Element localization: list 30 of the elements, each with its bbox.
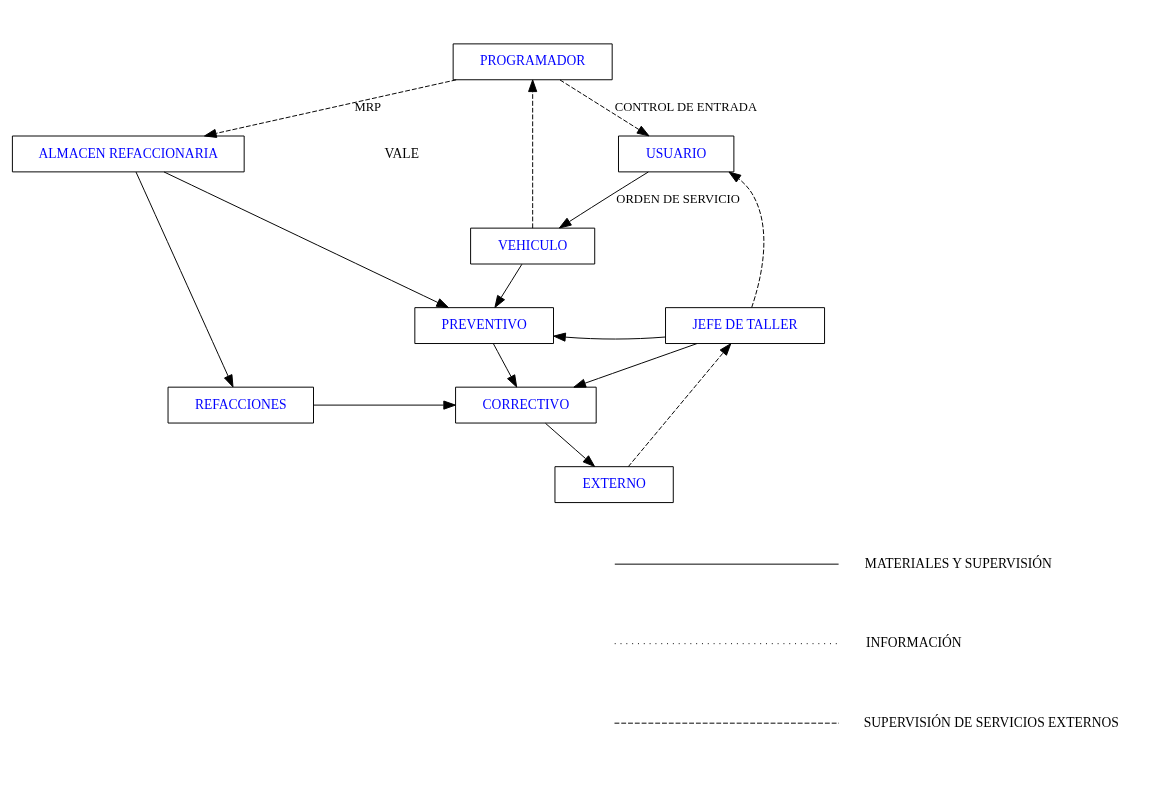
node-box: JEFE DE TALLER	[665, 307, 826, 344]
arrow	[528, 79, 538, 229]
label: VALE	[384, 145, 419, 161]
node-box: PROGRAMADOR	[452, 43, 613, 81]
arrow	[204, 79, 457, 138]
arrow	[494, 263, 523, 308]
arrow	[135, 171, 234, 388]
legend-label: MATERIALES Y SUPERVISIÓN	[864, 555, 1052, 571]
legend-label: SUPERVISIÓN DE SERVICIOS EXTERNOS	[863, 714, 1119, 730]
edge-label: MRP	[354, 100, 382, 115]
arrow	[553, 332, 666, 342]
arrow	[558, 171, 649, 229]
edge-label: CONTROL DE ENTRADA	[614, 100, 758, 115]
node-box: REFACCIONES	[167, 386, 314, 424]
arrow	[728, 171, 765, 308]
arrow	[559, 79, 650, 137]
legend-label: INFORMACIÓN	[865, 635, 962, 651]
arrow	[313, 400, 456, 410]
node-box: EXTERNO	[554, 466, 674, 504]
arrow	[627, 343, 732, 468]
arrow	[492, 343, 518, 388]
arrow	[545, 422, 596, 467]
node-box: VEHICULO	[470, 227, 596, 265]
arrow	[573, 343, 698, 388]
arrow	[163, 171, 449, 309]
node-box: PREVENTIVO	[414, 307, 554, 344]
node-box: USUARIO	[618, 135, 735, 173]
node-box: CORRECTIVO	[455, 386, 597, 424]
node-box: ALMACEN REFACCIONARIA	[11, 135, 245, 173]
edge-label: ORDEN DE SERVICIO	[616, 192, 740, 207]
